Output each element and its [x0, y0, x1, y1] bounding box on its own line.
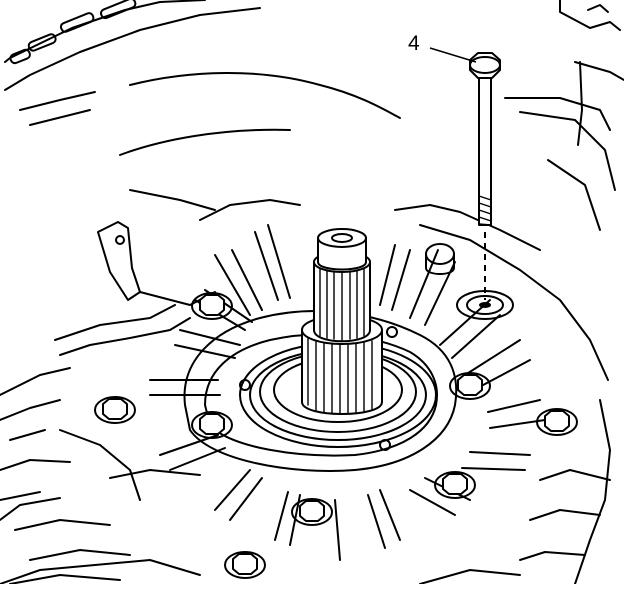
- housing-boss: [425, 243, 455, 275]
- bolt-hole: [456, 290, 514, 320]
- flange-plate: [183, 310, 458, 472]
- flange-dowels: [239, 326, 398, 451]
- housing-ribs: [149, 224, 546, 561]
- bolt: [469, 52, 501, 226]
- housing-bolt: [434, 471, 476, 499]
- callout-label: 4: [408, 32, 420, 55]
- housing-bolt: [536, 408, 578, 436]
- housing-bolts: [94, 292, 578, 579]
- housing-bolt: [224, 551, 266, 579]
- output-shaft: [301, 228, 383, 415]
- lower-rim: [0, 429, 521, 585]
- housing-bolt: [449, 372, 491, 400]
- transmission-case: [0, 189, 611, 585]
- callout-leader: [429, 47, 477, 63]
- housing-bolt: [94, 396, 136, 424]
- housing-bolt: [191, 292, 233, 320]
- housing-bolt: [191, 411, 233, 439]
- upper-housing: [4, 0, 624, 231]
- mounting-bracket: [97, 221, 216, 306]
- housing-bolt: [291, 498, 333, 526]
